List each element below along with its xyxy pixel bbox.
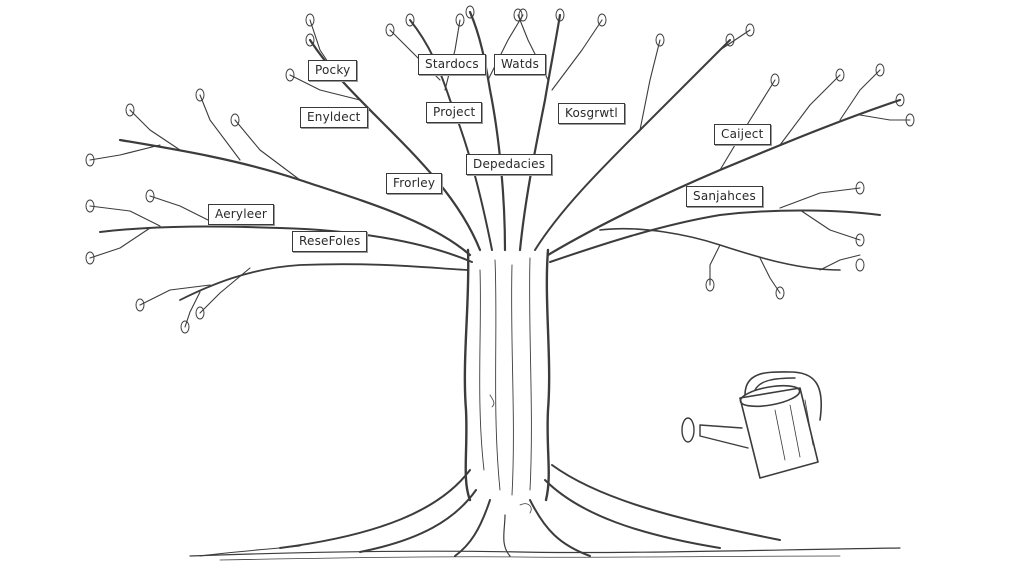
ground [189, 547, 901, 561]
tree-trunk [463, 248, 551, 514]
tree-twigs [89, 14, 911, 328]
label-watds: Watds [494, 54, 547, 75]
tree-roots [199, 464, 781, 557]
label-caiject: Caiject [714, 124, 771, 145]
label-project: Project [426, 102, 483, 123]
label-sanjahces: Sanjahces [686, 186, 763, 207]
label-enyldect: Enyldect [300, 107, 368, 128]
label-stardocs: Stardocs [418, 54, 486, 75]
label-kosgrwtl: Kosgrwtl [558, 103, 625, 124]
label-resefoles: ReseFoles [292, 231, 368, 252]
label-dependacies: Depedacies [466, 154, 553, 175]
label-aeryleer: Aeryleer [208, 204, 275, 225]
label-pocky: Pocky [308, 60, 358, 81]
watering-can-icon [681, 371, 822, 479]
label-frorley: Frorley [386, 173, 443, 194]
tree-buds [85, 5, 915, 334]
